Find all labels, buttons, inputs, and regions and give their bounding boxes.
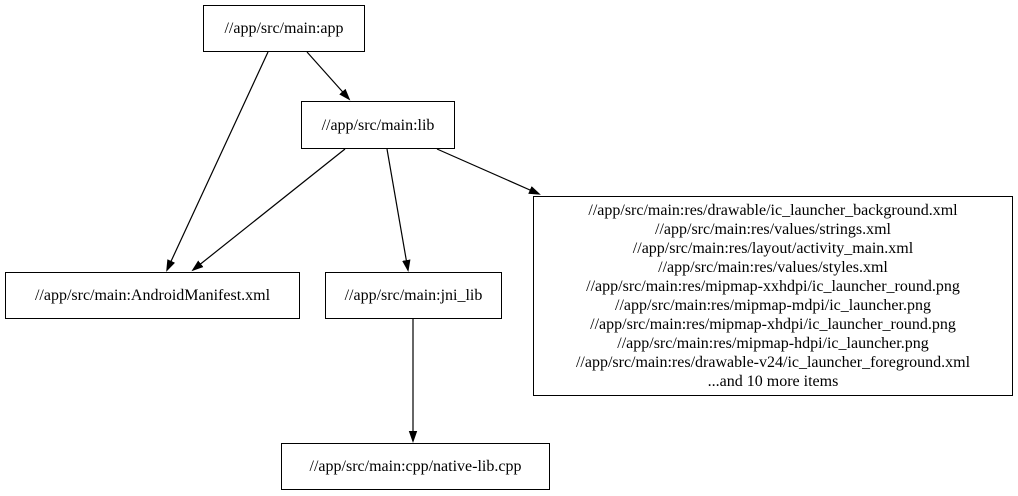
graph-node-native-lib-label: //app/src/main:cpp/native-lib.cpp <box>309 458 522 475</box>
graph-node-jni-lib: //app/src/main:jni_lib <box>325 272 502 319</box>
edge-app-to-lib <box>306 51 351 101</box>
edge-app-to-android-manifest <box>166 51 269 272</box>
edge-lib-to-android-manifest <box>191 148 346 272</box>
graph-node-jni-lib-label: //app/src/main:jni_lib <box>344 287 483 304</box>
res-group-line: //app/src/main:res/values/styles.xml <box>658 259 888 276</box>
res-group-line: //app/src/main:res/mipmap-mdpi/ic_launch… <box>615 297 931 314</box>
edge-lib-to-res-group <box>436 148 541 195</box>
res-group-line: //app/src/main:res/values/strings.xml <box>655 221 891 238</box>
graph-node-app: //app/src/main:app <box>203 5 365 52</box>
res-group-line: //app/src/main:res/layout/activity_main.… <box>632 240 914 257</box>
res-group-line: //app/src/main:res/mipmap-xxhdpi/ic_laun… <box>586 278 960 295</box>
graph-node-lib: //app/src/main:lib <box>301 101 455 149</box>
graph-node-android-manifest-label: //app/src/main:AndroidManifest.xml <box>34 287 271 304</box>
graph-node-app-label: //app/src/main:app <box>224 20 344 37</box>
graph-node-lib-label: //app/src/main:lib <box>321 116 435 134</box>
res-group-line: //app/src/main:res/drawable-v24/ic_launc… <box>575 354 971 371</box>
edge-lib-to-jni-lib <box>386 148 411 272</box>
res-group-line: //app/src/main:res/mipmap-hdpi/ic_launch… <box>617 335 929 352</box>
graph-node-native-lib: //app/src/main:cpp/native-lib.cpp <box>281 443 550 490</box>
res-group-more-items-label: ...and 10 more items <box>707 373 839 390</box>
res-group-line: //app/src/main:res/mipmap-xhdpi/ic_launc… <box>590 316 956 333</box>
graph-node-android-manifest: //app/src/main:AndroidManifest.xml <box>5 272 300 319</box>
res-group-line: //app/src/main:res/drawable/ic_launcher_… <box>588 202 958 219</box>
graph-node-res-group: //app/src/main:res/drawable/ic_launcher_… <box>533 196 1013 396</box>
